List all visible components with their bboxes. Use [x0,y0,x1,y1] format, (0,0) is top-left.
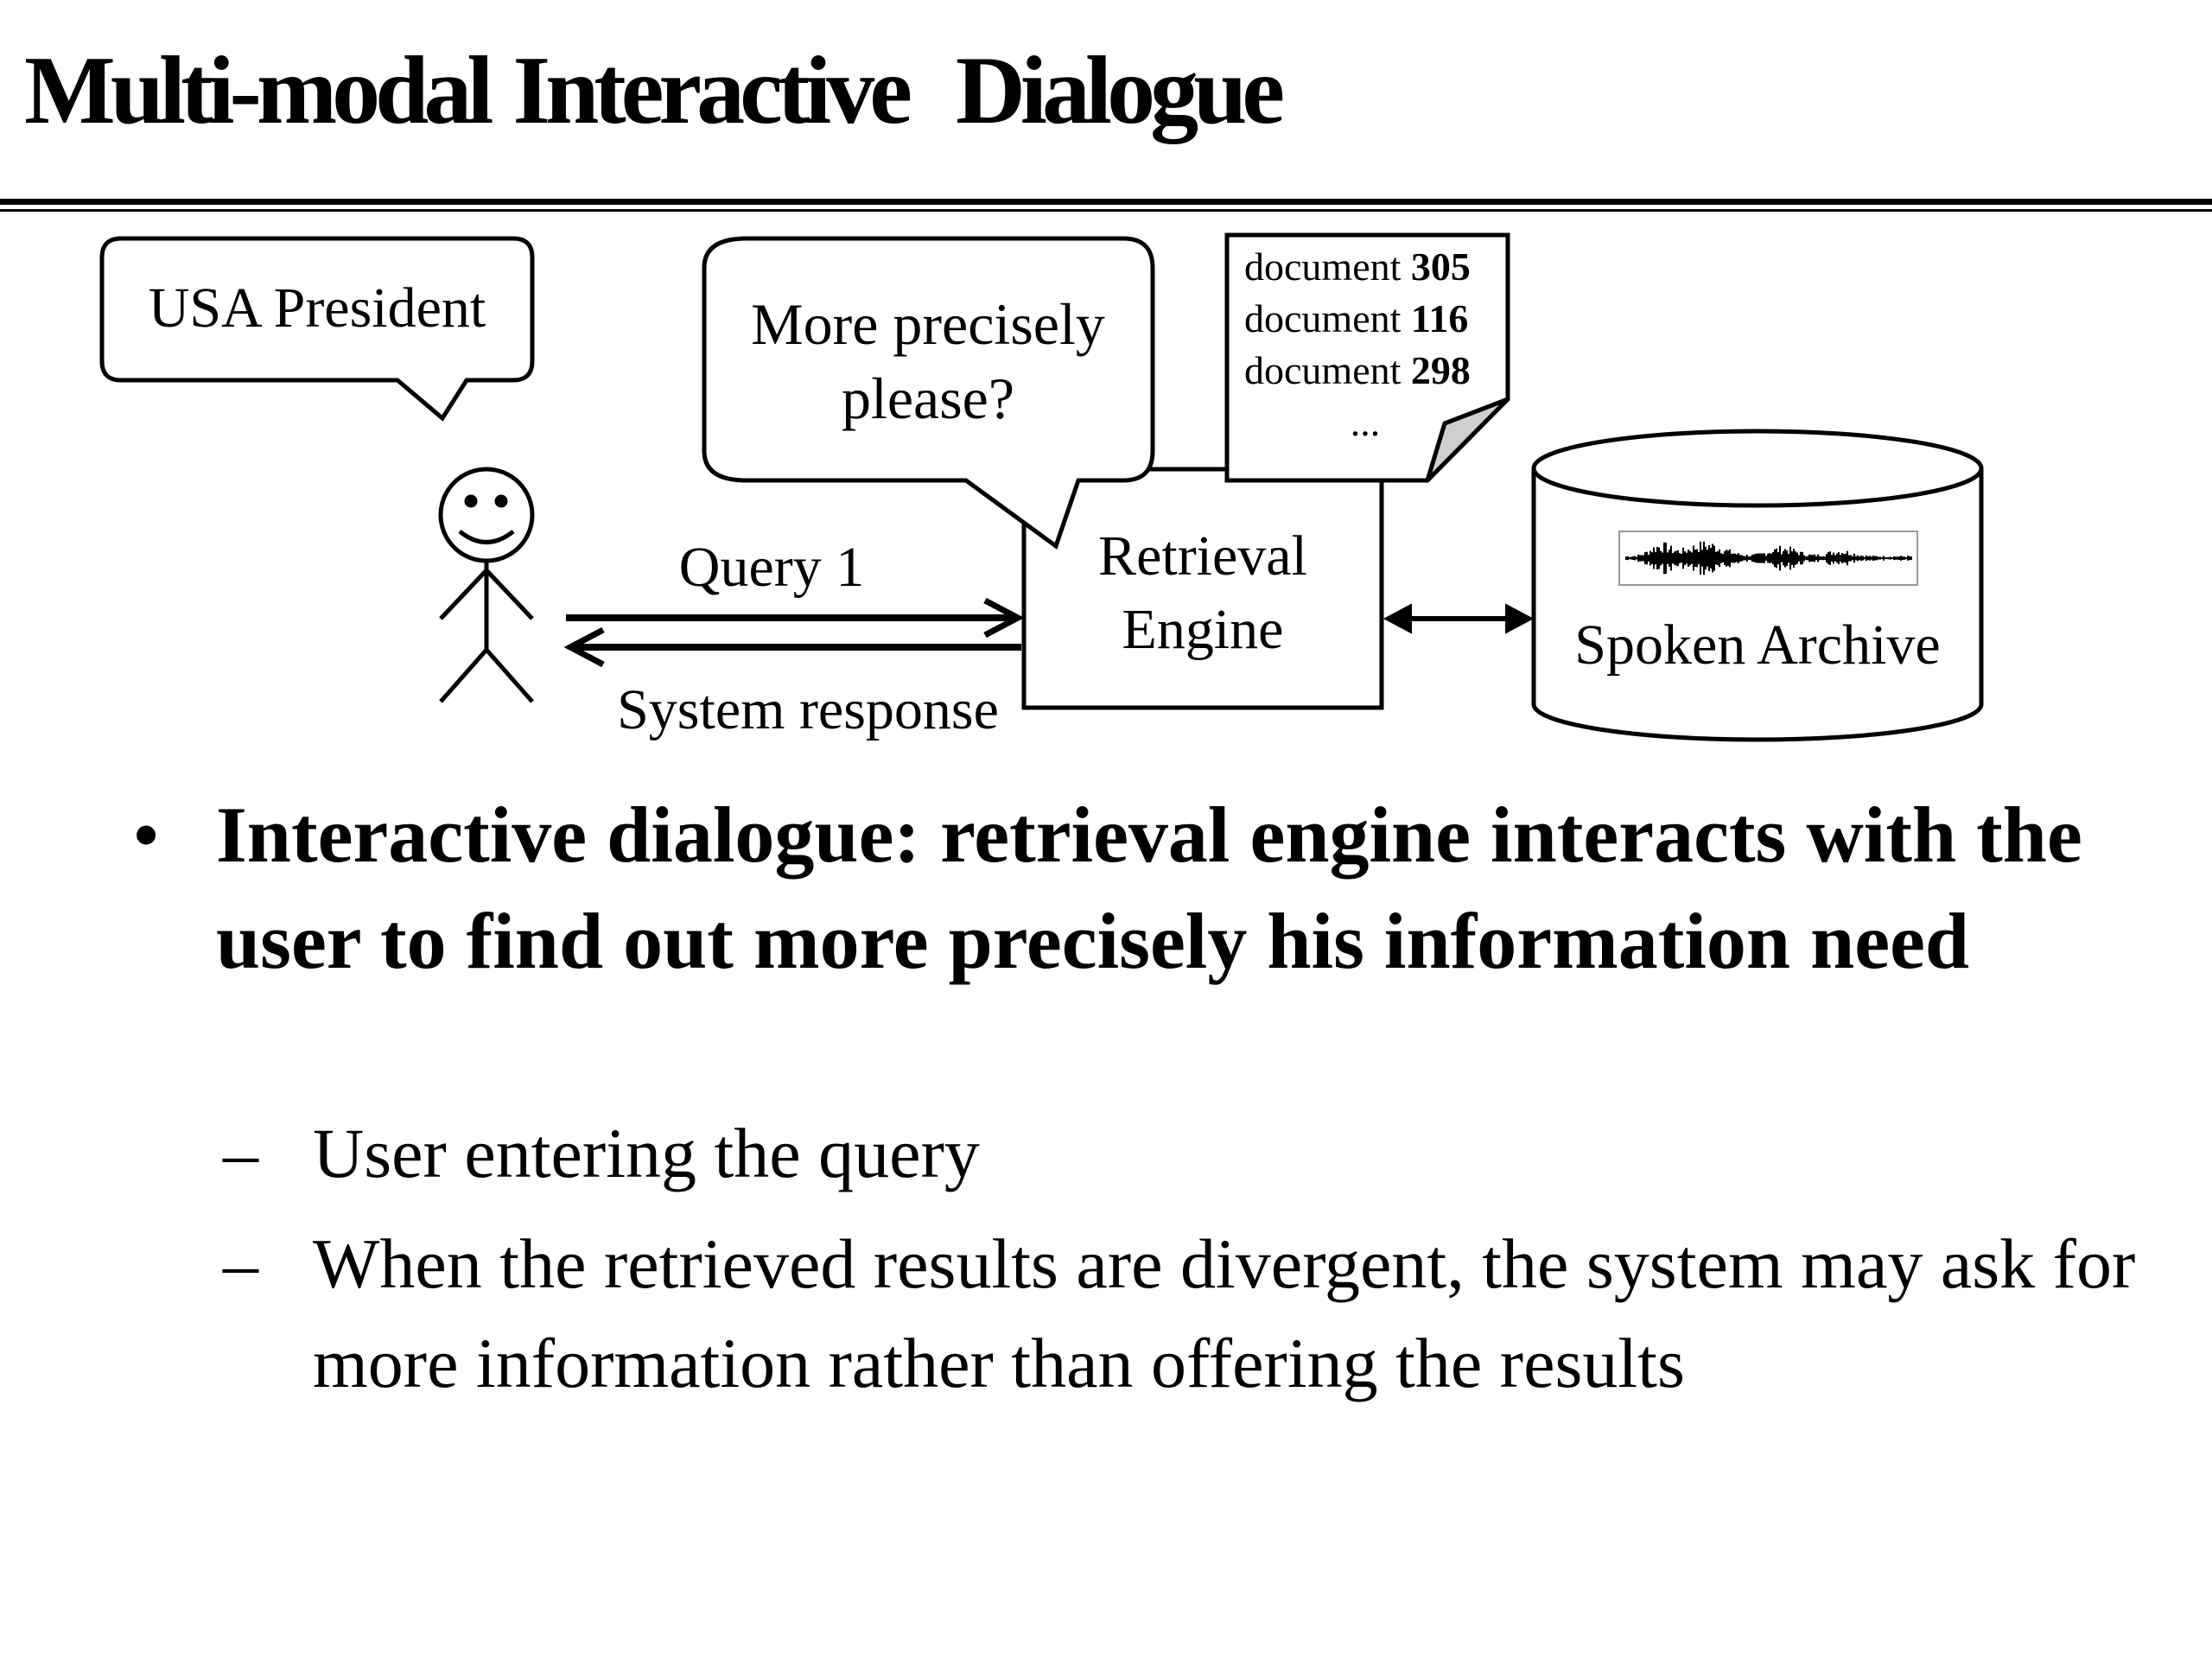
system-bubble-line2: please? [842,365,1014,431]
document-entry: document 305 [1244,245,1471,289]
archive-label: Spoken Archive [1574,613,1940,677]
user-speech-bubble: USA President [99,236,535,422]
interactive-dialogue-diagram: USA President Query 1 System response Re… [99,232,1984,742]
document-entry: document 116 [1244,296,1468,340]
system-speech-bubble: More precisely please? [702,236,1155,550]
system-bubble-line1: More precisely [751,291,1105,357]
document-ellipsis: ... [1351,400,1381,444]
retrieval-engine-box: Retrieval Engine [1021,467,1384,710]
system-response-label: System response [617,678,999,741]
sub-bullet-marker: – [223,1114,258,1192]
sub-bullet: When the retrieved results are divergent… [313,1224,2136,1402]
engine-archive-arrow [1382,603,1535,634]
cylinder-database-icon: Spoken Archive [1531,429,1984,742]
document-entry: document 298 [1244,348,1471,392]
response-arrow [563,626,1021,668]
title-rule-thin [0,209,2212,212]
query-arrow [566,597,1025,639]
engine-label-line1: Retrieval [1098,524,1307,588]
main-bullet: Interactive dialogue: retrieval engine i… [216,791,2082,985]
stick-figure-icon [438,467,535,703]
user-bubble-text: USA President [149,276,486,340]
document-icon: document 305 document 116 document 298 .… [1224,232,1510,483]
sub-bullet-marker: – [223,1224,258,1303]
title-rule [0,199,2212,205]
query-label: Query 1 [679,536,864,599]
engine-label-line2: Engine [1122,598,1284,661]
slide-title: Multi-modal Interactive Dialogue [24,37,1285,144]
audio-waveform [1625,541,1912,575]
bullet-marker: • [132,791,161,879]
sub-bullet: User entering the query [313,1114,980,1192]
